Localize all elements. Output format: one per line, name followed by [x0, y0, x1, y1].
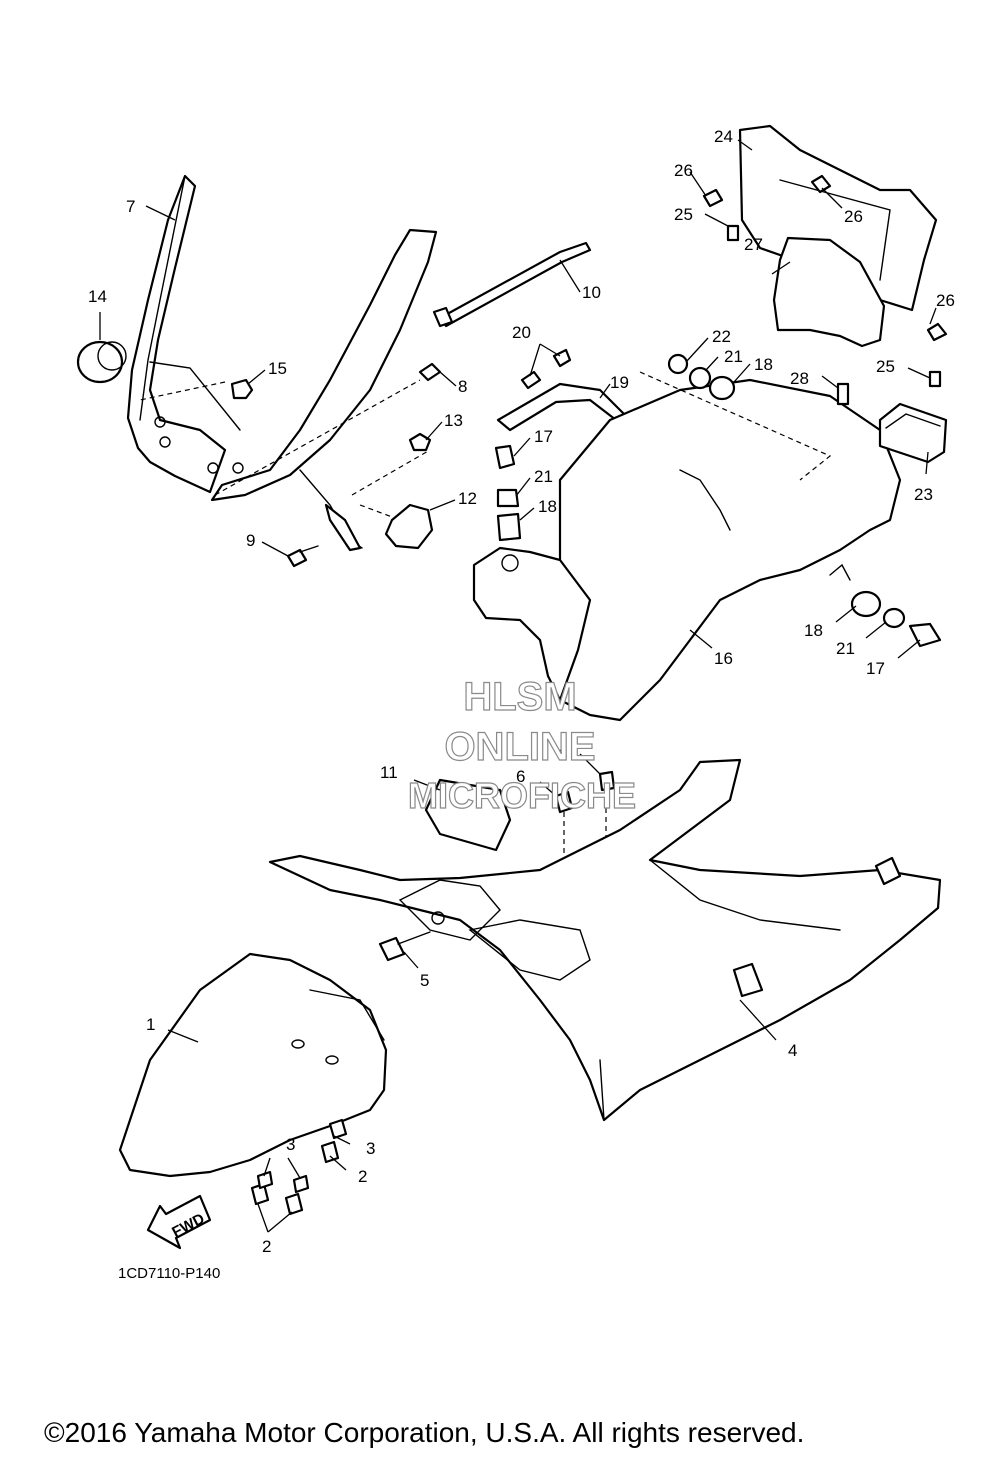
callout-labels: 7 14 15 8 13 12 9 10 20 19 17 21 18 22 2…	[88, 127, 955, 1256]
part-20-screws	[520, 348, 572, 390]
part-12-reflector	[384, 503, 434, 550]
callout-22: 22	[712, 327, 731, 346]
callout-21-top: 21	[724, 347, 743, 366]
part-17-21-18-stack	[494, 444, 522, 542]
part-24-rear-cover	[738, 124, 938, 312]
part-18-21-17-stack-right	[850, 590, 942, 648]
part-16-body-cover	[472, 378, 902, 722]
callout-17-right: 17	[866, 659, 885, 678]
part-27-plate	[772, 236, 886, 348]
copyright-notice: ©2016 Yamaha Motor Corporation, U.S.A. A…	[44, 1417, 804, 1448]
callout-19: 19	[610, 373, 629, 392]
callout-27: 27	[744, 235, 763, 254]
watermark-line-1: HLSM	[463, 675, 576, 719]
callout-4: 4	[788, 1041, 797, 1060]
callout-11: 11	[380, 763, 398, 782]
callout-26-mid: 26	[844, 207, 863, 226]
callout-9: 9	[246, 531, 255, 550]
part-4-floor-board	[268, 758, 942, 1122]
part-10-cable-tie	[432, 241, 592, 328]
callout-26-right: 26	[936, 291, 955, 310]
part-8-screw	[418, 362, 442, 382]
callout-2-bottom: 2	[262, 1237, 271, 1256]
callout-20: 20	[512, 323, 531, 342]
callout-12: 12	[458, 489, 477, 508]
drawing-code: 1CD7110-P140	[118, 1265, 220, 1282]
callout-5: 5	[420, 971, 429, 990]
callout-8: 8	[458, 377, 467, 396]
inner-cover-panel	[210, 228, 438, 552]
callout-25-left: 25	[674, 205, 693, 224]
callout-3-right: 3	[366, 1139, 375, 1158]
callout-21-right: 21	[836, 639, 855, 658]
callout-2-right: 2	[358, 1167, 367, 1186]
callout-3-left: 3	[286, 1135, 295, 1154]
part-7-visor	[126, 174, 244, 494]
callout-14: 14	[88, 287, 107, 306]
part-13-nut	[408, 432, 432, 452]
callout-23: 23	[914, 485, 933, 504]
part-15-nut	[230, 378, 254, 400]
part-9-screw	[286, 545, 319, 568]
part-1-front-fender	[118, 952, 388, 1178]
callout-28: 28	[790, 369, 809, 388]
part-5-bolt	[378, 931, 431, 962]
part-11-bracket	[424, 778, 512, 852]
part-22-21-18-grommets	[667, 353, 736, 401]
leader-lines	[99, 139, 937, 1233]
fwd-direction-arrow: FWD	[146, 1194, 212, 1250]
callout-13: 13	[444, 411, 463, 430]
watermark: HLSM ONLINE MICROFICHE	[407, 674, 636, 816]
part-2-3-hardware	[250, 1118, 348, 1216]
callout-6: 6	[516, 767, 525, 786]
callout-26-left: 26	[674, 161, 693, 180]
part-25-screws	[726, 224, 942, 388]
callout-6-top: 6	[558, 745, 567, 764]
callout-7: 7	[126, 197, 135, 216]
part-6-clips	[554, 770, 616, 814]
callout-24: 24	[714, 127, 733, 146]
part-26-clips	[702, 174, 948, 342]
part-28-screw	[836, 382, 850, 406]
watermark-line-3: MICROFICHE	[408, 775, 636, 816]
callout-18-center: 18	[538, 497, 557, 516]
watermark-line-2: ONLINE	[444, 725, 595, 769]
callout-18-right: 18	[804, 621, 823, 640]
callout-17-center: 17	[534, 427, 553, 446]
callout-1: 1	[146, 1015, 155, 1034]
part-23-cover	[878, 402, 948, 464]
part-14-reflector	[76, 340, 127, 384]
callout-21-center: 21	[534, 467, 553, 486]
callout-18-top: 18	[754, 355, 773, 374]
callout-10: 10	[582, 283, 601, 302]
callout-25-right: 25	[876, 357, 895, 376]
callout-16: 16	[714, 649, 733, 668]
callout-15: 15	[268, 359, 287, 378]
